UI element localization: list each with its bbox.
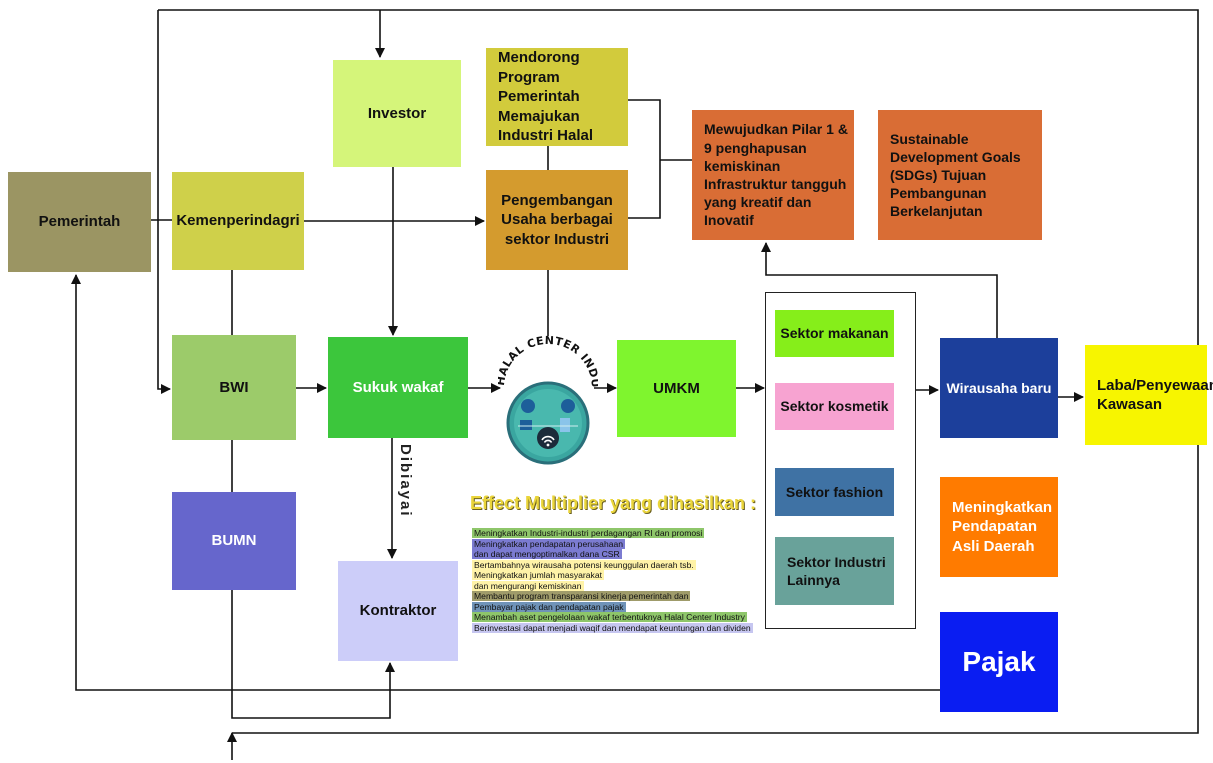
- logo-icon-building: [560, 418, 570, 432]
- effect-item: Meningkatkan pendapatan perusahaan: [472, 538, 626, 549]
- node-meningkatkan-pad-label: Meningkatkan Pendapatan Asli Daerah: [952, 498, 1053, 555]
- node-pengembangan-label: Pengembangan Usaha berbagai sektor Indus…: [501, 191, 613, 248]
- node-mewujudkan-label: Mewujudkan Pilar 1 & 9 penghapusan kemis…: [704, 121, 848, 229]
- node-mendorong: Mendorong Program Pemerintah Memajukan I…: [486, 48, 628, 146]
- effect-item: Menambah aset pengelolaan wakaf terbentu…: [472, 612, 747, 622]
- node-mendorong-label: Mendorong Program Pemerintah Memajukan I…: [498, 49, 594, 145]
- pajak-to-pemerintah-line: [71, 274, 940, 691]
- node-pemerintah-label: Pemerintah: [38, 213, 121, 231]
- effect-item: Meningkatkan jumlah masyarakat: [472, 570, 605, 580]
- node-bwi: BWI: [172, 335, 296, 440]
- node-laba: Laba/Penyewaan Kawasan: [1085, 345, 1213, 445]
- node-pajak: Pajak: [940, 612, 1058, 712]
- node-sektor-kosmetik: Sektor kosmetik: [775, 383, 894, 430]
- logo-icon-box: [520, 420, 532, 430]
- node-mewujudkan: Mewujudkan Pilar 1 & 9 penghapusan kemis…: [692, 110, 854, 240]
- wirausaha-to-mewujudkan-line: [761, 242, 998, 338]
- edge-label-dibiayai: Dibiayai: [397, 444, 414, 518]
- wifi-icon: [537, 427, 559, 449]
- node-sukuk-wakaf: Sukuk wakaf: [328, 337, 468, 438]
- node-wirausaha-baru: Wirausaha baru: [940, 338, 1058, 438]
- halal-center-industry-logo: HALAL CENTER INDUSTRY: [498, 328, 598, 465]
- logo-arc-text: HALAL CENTER INDUSTRY: [498, 328, 598, 389]
- effect-multiplier-list: Meningkatkan Industri-industri perdagang…: [472, 528, 753, 633]
- node-sektor-makanan-label: Sektor makanan: [780, 325, 889, 342]
- node-kontraktor-label: Kontraktor: [359, 602, 437, 620]
- effect-item: dan dapat mengoptimalkan dana CSR: [472, 549, 622, 559]
- node-pajak-label: Pajak: [962, 645, 1036, 677]
- node-investor-label: Investor: [367, 104, 427, 122]
- node-sektor-makanan: Sektor makanan: [775, 310, 894, 357]
- node-kemenperindagri-label: Kemenperindagri: [176, 212, 300, 230]
- effect-item: dan mengurangi kemiskinan: [472, 580, 584, 591]
- node-umkm-label: UMKM: [653, 379, 700, 397]
- node-investor: Investor: [333, 60, 461, 167]
- node-sektor-lainnya-label: Sektor Industri Lainnya: [787, 553, 886, 588]
- effect-item: Bertambahnya wirausaha potensi keunggula…: [472, 559, 696, 570]
- effect-item: Berinvestasi dapat menjadi waqif dan men…: [472, 622, 753, 633]
- node-sektor-fashion: Sektor fashion: [775, 468, 894, 516]
- node-pemerintah: Pemerintah: [8, 172, 151, 272]
- top-to-bwi-line: [157, 10, 171, 394]
- node-kontraktor: Kontraktor: [338, 561, 458, 661]
- effect-item: Membantu program transparansi kinerja pe…: [472, 591, 691, 601]
- node-bumn-label: BUMN: [211, 532, 257, 550]
- node-pengembangan: Pengembangan Usaha berbagai sektor Indus…: [486, 170, 628, 270]
- node-umkm: UMKM: [617, 340, 736, 437]
- node-bumn: BUMN: [172, 492, 296, 590]
- node-sdgs: Sustainable Development Goals (SDGs) Tuj…: [878, 110, 1042, 240]
- node-sektor-kosmetik-label: Sektor kosmetik: [780, 398, 889, 415]
- node-meningkatkan-pad: Meningkatkan Pendapatan Asli Daerah: [940, 477, 1058, 577]
- node-laba-label: Laba/Penyewaan Kawasan: [1097, 376, 1213, 414]
- node-sektor-fashion-label: Sektor fashion: [785, 483, 884, 500]
- effect-item: Meningkatkan Industri-industri perdagang…: [472, 528, 705, 538]
- node-sukuk-wakaf-label: Sukuk wakaf: [352, 378, 444, 396]
- mendorong-bracket-line: [628, 99, 661, 219]
- node-sektor-lainnya: Sektor Industri Lainnya: [775, 537, 894, 605]
- node-kemenperindagri: Kemenperindagri: [172, 172, 304, 270]
- node-bwi-label: BWI: [219, 378, 249, 396]
- effect-item: Pembayar pajak dan pendapatan pajak: [472, 601, 626, 612]
- effect-multiplier-title: Effect Multiplier yang dihasilkan :: [470, 493, 757, 513]
- node-sdgs-label: Sustainable Development Goals (SDGs) Tuj…: [890, 130, 1021, 220]
- logo-icon-left: [521, 399, 535, 413]
- node-wirausaha-baru-label: Wirausaha baru: [946, 379, 1052, 396]
- logo-icon-right: [561, 399, 575, 413]
